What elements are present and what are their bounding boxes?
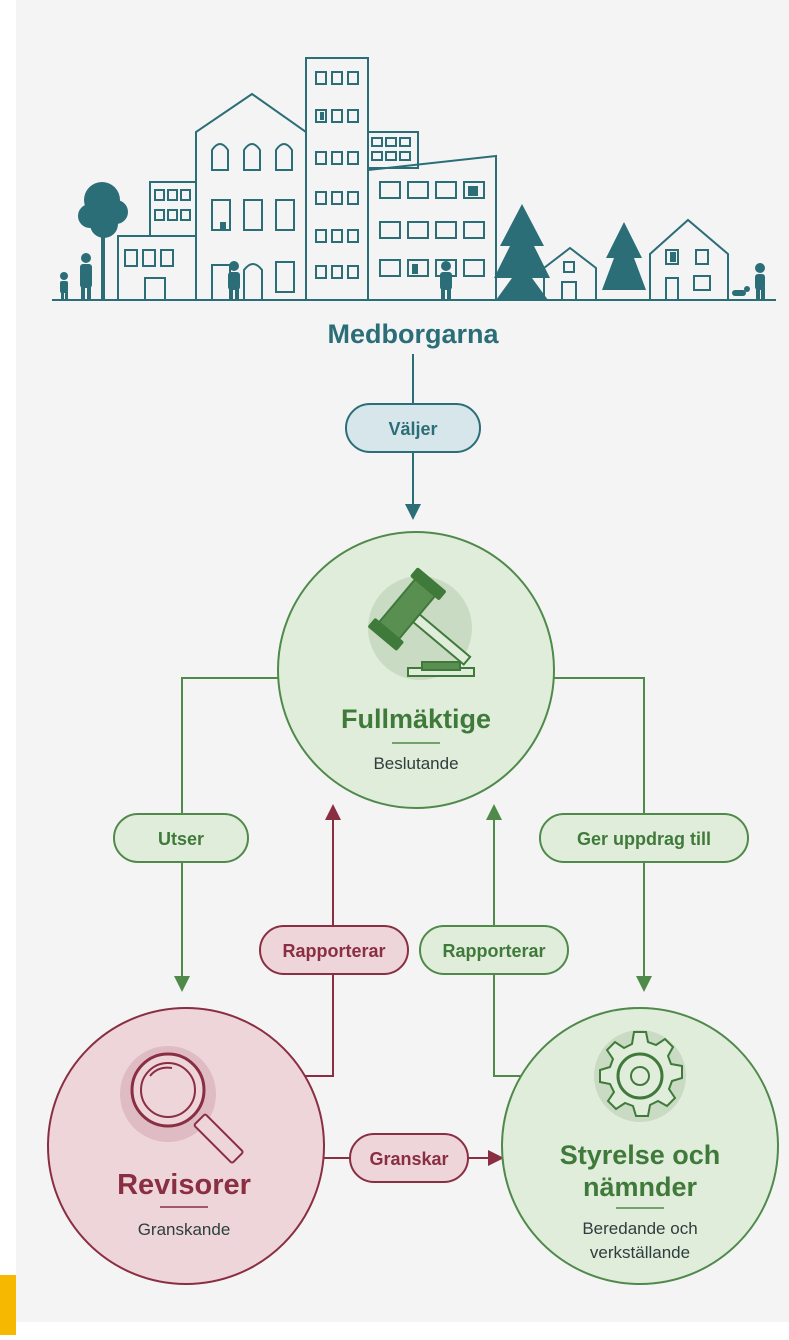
reviews-pill — [349, 1133, 469, 1183]
boards-node — [501, 1007, 779, 1285]
reports-auditors-pill — [259, 925, 409, 975]
reports-boards-pill — [419, 925, 569, 975]
reports-auditors-arrow-head — [325, 804, 341, 820]
council-title: Fullmäktige — [341, 704, 491, 734]
tree-and-people-illustration — [60, 112, 765, 300]
appoints-label: Utser — [158, 829, 204, 849]
boards-title-line2: nämnder — [583, 1172, 698, 1202]
citizens-title: Medborgarna — [327, 319, 499, 349]
appoints-arrow-head — [174, 976, 190, 992]
council-subtitle: Beslutande — [373, 754, 458, 773]
elects-arrow-head — [405, 504, 421, 520]
reports-auditors-label: Rapporterar — [282, 941, 385, 961]
reviews-label: Granskar — [369, 1149, 448, 1169]
reports-boards-label: Rapporterar — [442, 941, 545, 961]
commissions-arrow-head — [636, 976, 652, 992]
reports-boards-arrow-head — [486, 804, 502, 820]
gavel-icon — [368, 567, 475, 680]
boards-subtitle-line2: verkställande — [590, 1243, 690, 1262]
commissions-pill — [539, 813, 749, 863]
auditors-node — [47, 1007, 325, 1285]
boards-subtitle-line1: Beredande och — [582, 1219, 697, 1238]
reviews-arrow-head — [488, 1150, 504, 1166]
magnifier-icon — [120, 1046, 244, 1164]
commissions-label: Ger uppdrag till — [577, 829, 711, 849]
gear-icon — [594, 1030, 686, 1122]
yellow-edge-tab — [0, 1275, 16, 1335]
elects-label: Väljer — [388, 419, 437, 439]
city-skyline-illustration — [52, 57, 776, 301]
auditors-title: Revisorer — [117, 1169, 251, 1201]
appoints-pill — [113, 813, 249, 863]
boards-title-line1: Styrelse och — [560, 1140, 721, 1170]
auditors-subtitle: Granskande — [138, 1220, 231, 1239]
